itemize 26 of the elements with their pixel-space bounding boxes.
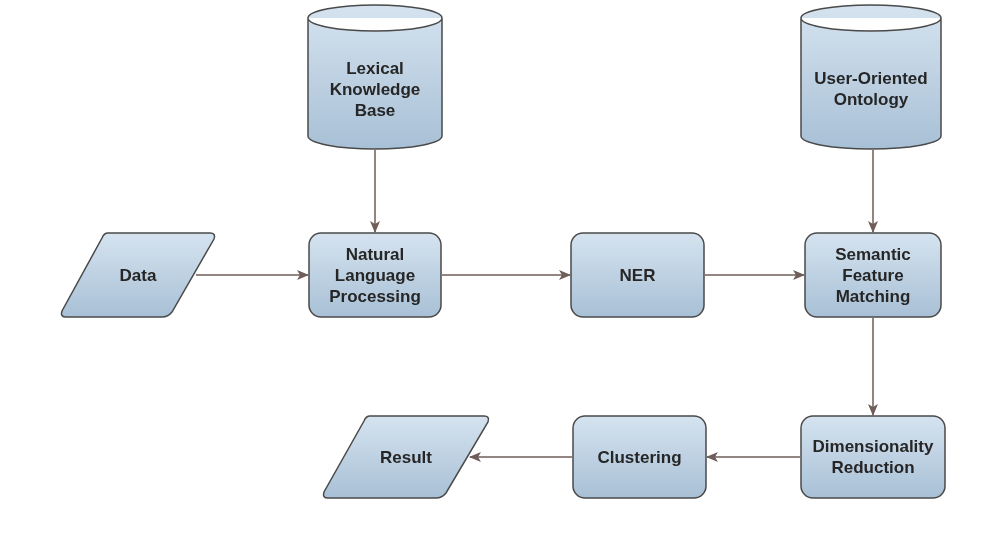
data-parallelogram — [60, 232, 216, 318]
process-box — [800, 415, 946, 499]
node-label: NER — [619, 264, 656, 286]
node-label: Result — [380, 446, 432, 468]
process-box — [572, 415, 707, 499]
process-box — [308, 232, 442, 318]
node-label: Dimensionality Reduction — [811, 436, 935, 478]
node-label: Semantic Feature Matching — [834, 243, 912, 307]
process-box — [570, 232, 705, 318]
node-label: Lexical Knowledge Base — [328, 57, 422, 121]
arrow — [441, 270, 571, 280]
arrow — [868, 317, 878, 416]
arrow — [195, 270, 309, 280]
arrow — [868, 149, 878, 233]
database-cylinder — [307, 4, 443, 150]
node-label: Data — [119, 264, 157, 286]
arrow — [469, 452, 573, 462]
arrow — [370, 149, 380, 233]
arrow — [704, 270, 805, 280]
database-cylinder — [800, 4, 942, 150]
process-box — [804, 232, 942, 318]
node-label: Clustering — [597, 446, 682, 468]
arrow — [706, 452, 801, 462]
node-label: Natural Language Processing — [328, 243, 422, 307]
node-label: User-Oriented Ontology — [813, 68, 929, 110]
data-parallelogram — [322, 415, 490, 499]
